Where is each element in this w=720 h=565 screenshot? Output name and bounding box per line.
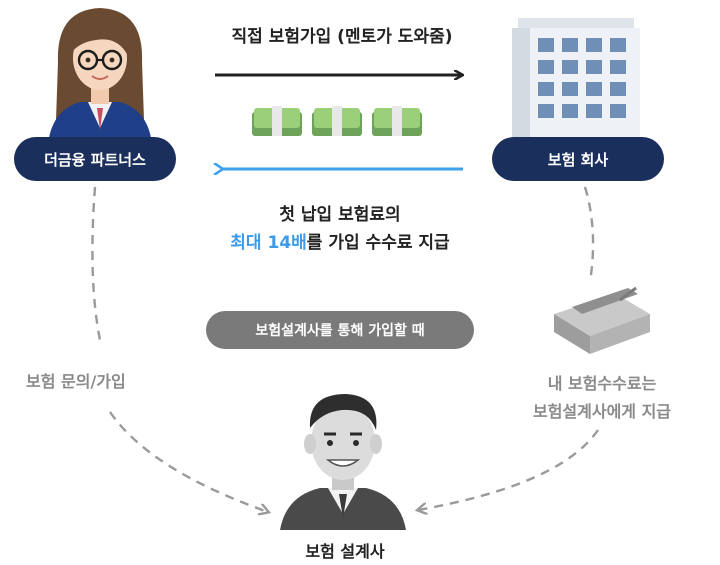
partner-badge: 더금융 파트너스 [14, 137, 176, 181]
commission-line-2: 최대 14배를 가입 수수료 지급 [195, 228, 485, 253]
commission-highlight: 최대 14배 [230, 233, 307, 253]
commission-line-1: 첫 납입 보험료의 [279, 205, 401, 225]
right-dashed-path [418, 186, 599, 510]
gray-money-stack-icon [554, 286, 650, 354]
insurance-company-building-icon [512, 18, 640, 142]
commission-to-agent-line-1: 내 보험수수료는 [547, 374, 657, 393]
commission-to-agent-line-2: 보험설계사에게 지급 [532, 402, 672, 421]
commission-line-2-rest: 를 가입 수수료 지급 [306, 233, 450, 253]
inquiry-signup-label: 보험 문의/가입 [26, 372, 126, 391]
partner-avatar [48, 8, 152, 144]
insurance-company-badge: 보험 회사 [492, 137, 664, 181]
direct-signup-label: 직접 보험가입 (멘토가 도와줌) [231, 27, 453, 47]
insurance-agent-label: 보험 설계사 [305, 542, 385, 561]
via-agent-badge: 보험설계사를 통해 가입할 때 [206, 311, 474, 349]
left-dashed-path [91, 186, 268, 512]
insurance-agent-avatar [280, 394, 406, 530]
money-stacks-icon [252, 106, 422, 136]
